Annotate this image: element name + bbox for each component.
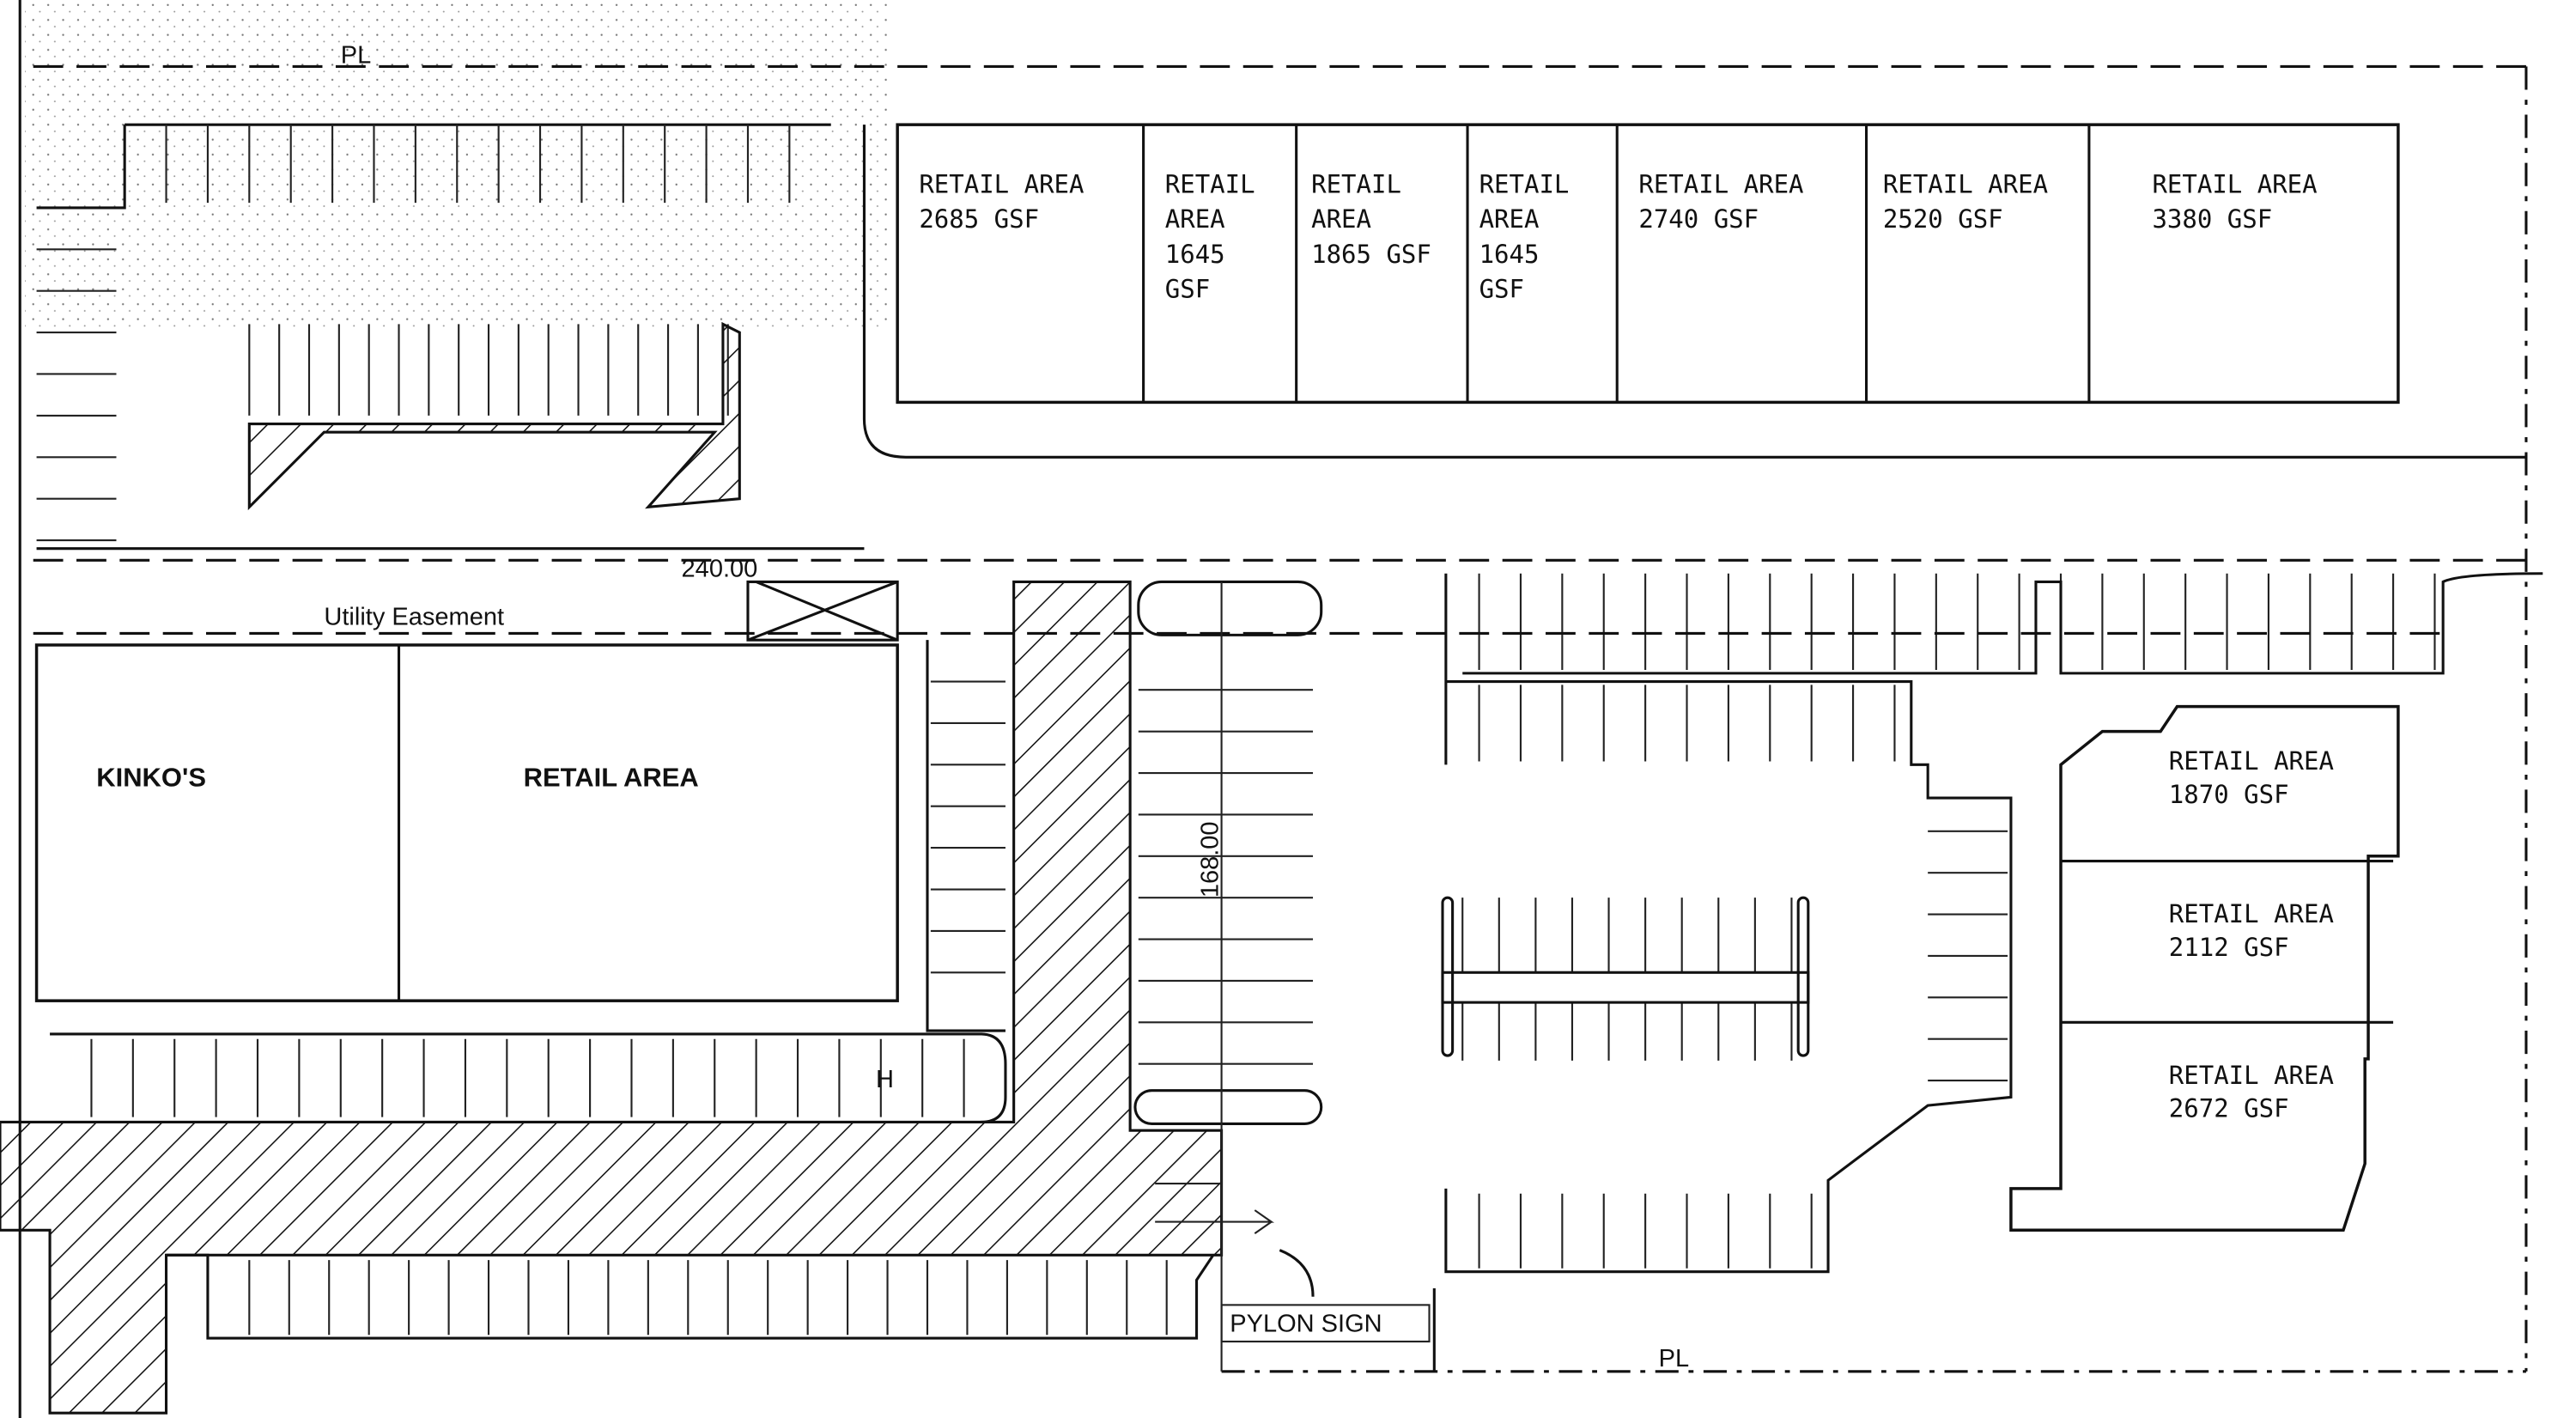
right-retail-unit-label: RETAIL AREA [2169,1061,2334,1090]
top-left-parking-curb [36,123,865,551]
top-retail-unit-label: 1645 [1165,240,1225,269]
top-retail-unit-label: 1865 GSF [1311,240,1431,269]
island-top [1137,580,1323,636]
center-island [1441,971,1810,1004]
upper-parking-curb [1462,572,2543,675]
easement-label: Utility Easement [324,604,504,631]
lower-left-parking-curb [50,1032,1007,1124]
tenant-retail-area: RETAIL AREA [524,763,699,793]
center-island-left-cap [1441,896,1455,1057]
accessible-stall-mark: H [876,1066,894,1093]
top-retail-unit-label: 2740 GSF [1638,204,1759,234]
top-retail-unit-label: 1645 [1479,240,1540,269]
right-retail-unit-label: RETAIL AREA [2169,899,2334,928]
top-retail-unit-label: AREA [1311,204,1371,234]
top-retail-unit-label: AREA [1479,204,1540,234]
entry-arrows [1155,1183,1275,1235]
top-retail-unit-label: RETAIL AREA [1883,170,2048,199]
top-retail-unit-label: GSF [1479,274,1524,303]
left-building [34,643,899,1002]
center-lot-outline [1444,573,2013,1274]
top-retail-unit-label: RETAIL AREA [919,170,1084,199]
property-line-bottom-label: PL [1659,1345,1689,1372]
bottom-parking-curb [166,1253,1215,1340]
dimension-width: 240.00 [682,556,758,583]
pylon-sign [1220,1304,1431,1343]
dimension-depth: 168.00 [1197,821,1224,898]
right-retail-unit-label: 2112 GSF [2169,933,2289,962]
top-retail-unit-label: RETAIL AREA [2152,170,2317,199]
parking-island [247,321,741,511]
top-retail-unit-label: GSF [1165,274,1210,303]
right-retail-unit-label: RETAIL AREA [2169,746,2334,776]
top-retail-unit-label: 2520 GSF [1883,204,2003,234]
top-retail-unit-label: RETAIL AREA [1638,170,1803,199]
top-retail-unit-label: AREA [1165,204,1225,234]
property-line-top-label: PL [341,42,371,70]
top-retail-unit-label: RETAIL [1479,170,1570,199]
top-retail-unit-label: RETAIL [1165,170,1255,199]
top-curb [862,125,2526,459]
hatched-drive-aisle [0,580,1224,1415]
top-retail-unit-label: RETAIL [1311,170,1401,199]
right-retail-building [2009,704,2400,1232]
pylon-sign-label: PYLON SIGN [1230,1310,1382,1337]
center-island-right-cap [1796,896,1810,1057]
right-retail-unit-label: 2672 GSF [2169,1094,2289,1123]
easement-x-marker [746,580,899,642]
side-parking-curb [926,640,1005,1032]
top-retail-unit-label: 2685 GSF [919,204,1039,234]
top-retail-unit-label: 3380 GSF [2152,204,2272,234]
tenant-kinkos: KINKO'S [96,763,206,793]
right-retail-unit-label: 1870 GSF [2169,780,2289,809]
island-bottom [1133,1089,1323,1125]
pylon-curb [1279,1249,1315,1297]
top-retail-building [896,123,2400,405]
